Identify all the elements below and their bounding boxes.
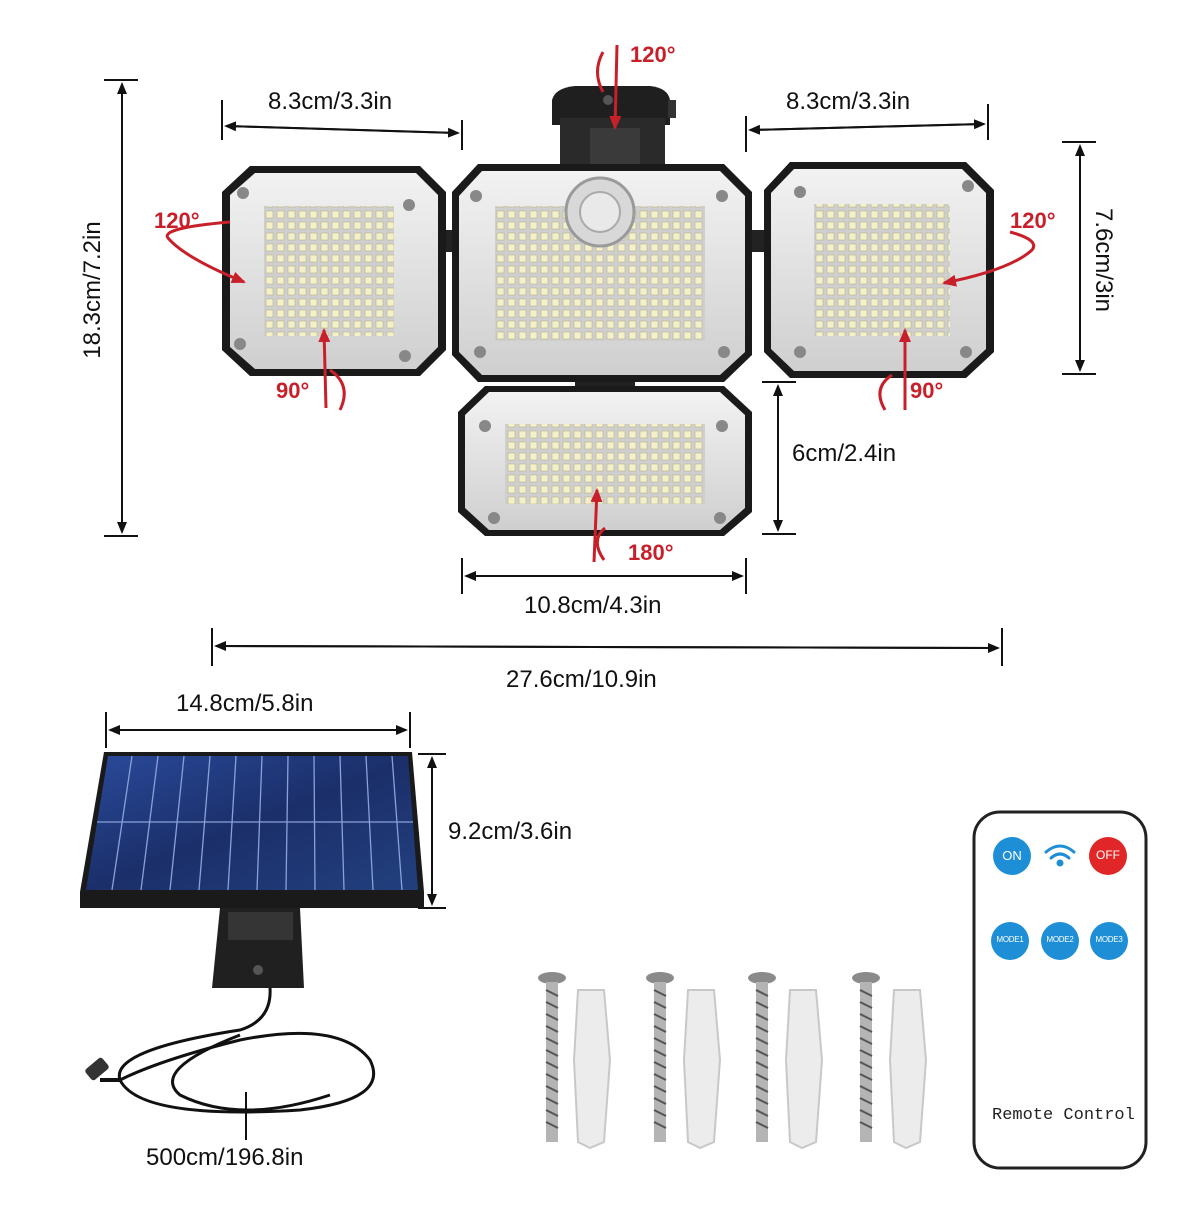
dc-plug-icon — [85, 1057, 109, 1081]
solar-panel — [80, 752, 424, 1114]
cable-length-label: 500cm/196.8in — [146, 1144, 304, 1171]
screw-set-4 — [852, 972, 928, 1150]
screw-set-1 — [538, 972, 612, 1150]
mode1-button-label: MODE1 — [996, 935, 1024, 944]
mode3-button-label: MODE3 — [1095, 935, 1123, 944]
right-panel-width-label: 8.3cm/3.3in — [786, 88, 911, 115]
remote-caption: Remote Control — [992, 1106, 1135, 1125]
bottom-tilt-angle: 180° — [628, 540, 674, 565]
on-button-shape — [993, 837, 1031, 875]
bottom-led-panel — [458, 386, 752, 536]
solar-width-label: 14.8cm/5.8in — [176, 690, 314, 717]
screw-set-2 — [646, 972, 722, 1150]
off-button-shape — [1089, 837, 1127, 875]
right-led-panel — [764, 162, 994, 378]
wireless-icon — [1044, 844, 1076, 867]
remote-control — [972, 810, 1148, 1170]
left-tilt-angle: 90° — [276, 378, 310, 403]
left-panel-width-label: 8.3cm/3.3in — [268, 88, 393, 115]
mode2-button-shape — [1041, 922, 1079, 960]
screw-set-3 — [748, 972, 824, 1150]
mode3-button-shape — [1090, 922, 1128, 960]
mount-bracket — [552, 86, 676, 168]
mode1-button-shape — [991, 922, 1029, 960]
solar-height-label: 9.2cm/3.6in — [448, 818, 573, 845]
total-width-label: 27.6cm/10.9in — [506, 666, 657, 693]
bottom-panel-width-label: 10.8cm/4.3in — [524, 592, 662, 619]
dimension-lines — [104, 79, 1096, 1140]
top-rotation-angle: 120° — [630, 42, 676, 67]
main-light — [222, 86, 994, 536]
right-tilt-angle: 90° — [910, 378, 944, 403]
center-led-panel — [452, 164, 752, 382]
side-panel-height-label: 7.6cm/3in — [1090, 207, 1117, 313]
total-height-label: 18.3cm/7.2in — [79, 221, 106, 359]
left-led-panel — [222, 166, 446, 376]
bottom-panel-height-label: 6cm/2.4in — [792, 440, 897, 467]
on-button-label: ON — [1002, 848, 1022, 863]
right-rotation-angle: 120° — [1010, 208, 1056, 233]
left-rotation-angle: 120° — [154, 208, 200, 233]
mode2-button-label: MODE2 — [1046, 935, 1074, 944]
mounting-hardware — [538, 972, 928, 1150]
rotation-arrows — [165, 44, 1036, 563]
off-button-label: OFF — [1096, 848, 1120, 862]
